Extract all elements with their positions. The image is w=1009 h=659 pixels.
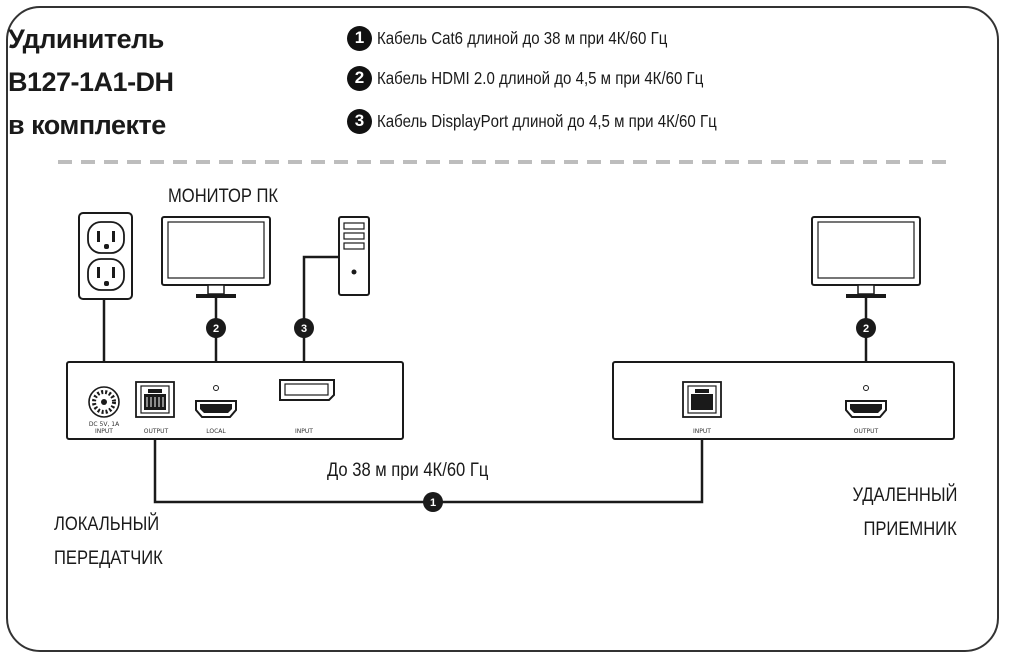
legend-item-cat6: 1 Кабель Cat6 длиной до 38 м при 4К/60 Г… [347,24,715,52]
remote-receiver-box [612,361,955,440]
distance-label: До 38 м при 4К/60 Гц [327,459,489,481]
diagram-frame [6,6,999,652]
displayport-cable [302,255,339,380]
local-transmitter-label-2: ПЕРЕДАТЧИК [54,547,163,569]
rx-output-label: OUTPUT [854,428,879,435]
rx-input-label: INPUT [693,428,711,435]
tx-power-label-1: DC 5V, 1A [89,421,120,428]
legend-number-1: 1 [347,25,372,51]
power-outlet-icon [78,212,133,300]
remote-monitor-icon [811,216,921,298]
tx-power-port-icon [88,386,120,418]
legend-text-3: Кабель DisplayPort длиной до 4,5 м при 4… [377,110,717,131]
legend-item-hdmi: 2 Кабель HDMI 2.0 длиной до 4,5 м при 4К… [347,64,756,92]
monitor-pc-label: МОНИТОР ПК [168,185,279,207]
local-monitor-icon [161,216,271,298]
legend-text-1: Кабель Cat6 длиной до 38 м при 4К/60 Гц [377,27,668,48]
tx-output-label: OUTPUT [144,428,169,435]
tx-input-label: INPUT [295,428,313,435]
tx-power-label-2: INPUT [95,428,113,435]
badge-cat6: 1 [423,492,443,512]
rx-rj45-port-icon [682,381,722,418]
rx-hdmi-port-icon [845,385,887,418]
legend-number-3: 3 [347,108,372,134]
remote-receiver-label-1: УДАЛЕННЫЙ [852,484,957,506]
pc-tower-icon [338,216,370,296]
title-line-3: в комплекте [8,110,166,140]
badge-hdmi-local: 2 [206,318,226,338]
legend-number-2: 2 [347,65,372,91]
badge-displayport: 3 [294,318,314,338]
local-transmitter-label-1: ЛОКАЛЬНЫЙ [54,513,160,535]
svg-text:2: 2 [213,323,219,335]
title-line-1: Удлинитель [8,24,164,54]
svg-text:2: 2 [863,323,869,335]
svg-text:1: 1 [430,497,436,509]
badge-hdmi-remote: 2 [856,318,876,338]
legend-item-displayport: 3 Кабель DisplayPort длиной до 4,5 м при… [347,107,772,135]
remote-receiver-label-2: ПРИЕМНИК [863,518,957,540]
tx-displayport-port-icon [279,379,335,401]
title-line-2: B127-1A1-DH [8,67,174,97]
tx-rj45-port-icon [135,381,175,418]
legend-text-2: Кабель HDMI 2.0 длиной до 4,5 м при 4К/6… [377,67,704,88]
tx-local-label: LOCAL [206,428,226,435]
tx-hdmi-port-icon [195,385,237,418]
svg-text:3: 3 [301,323,307,335]
